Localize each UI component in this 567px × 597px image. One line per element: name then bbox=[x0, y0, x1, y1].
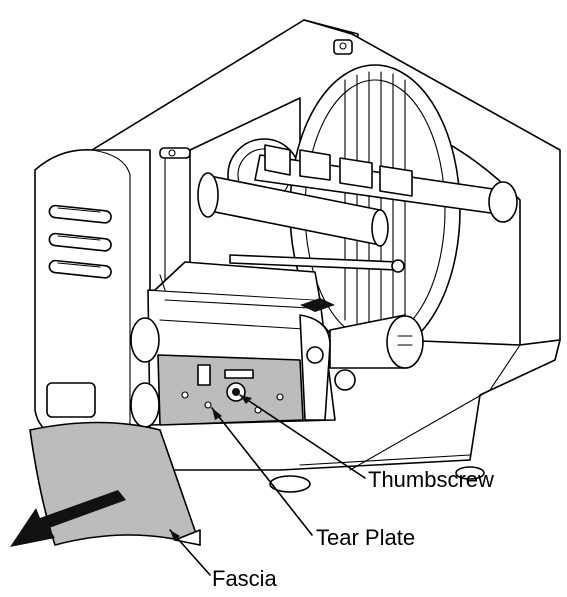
supply-spindle bbox=[197, 144, 518, 273]
tear-plate bbox=[157, 354, 304, 426]
front-left-panel bbox=[34, 149, 151, 441]
removal-arrow-icon bbox=[10, 490, 126, 547]
indicator-slot bbox=[48, 204, 112, 224]
tear-plate-leader bbox=[211, 407, 313, 536]
callout-leaders bbox=[169, 394, 366, 576]
ribbon-roller bbox=[329, 314, 424, 369]
tear-plate-label: Tear Plate bbox=[316, 525, 415, 550]
fascia-label: Fascia bbox=[212, 566, 278, 591]
indicator-slot bbox=[48, 232, 112, 252]
thumbscrew-leader bbox=[239, 394, 366, 479]
indicator-slot bbox=[48, 259, 112, 279]
thumbscrew-label: Thumbscrew bbox=[368, 467, 494, 492]
